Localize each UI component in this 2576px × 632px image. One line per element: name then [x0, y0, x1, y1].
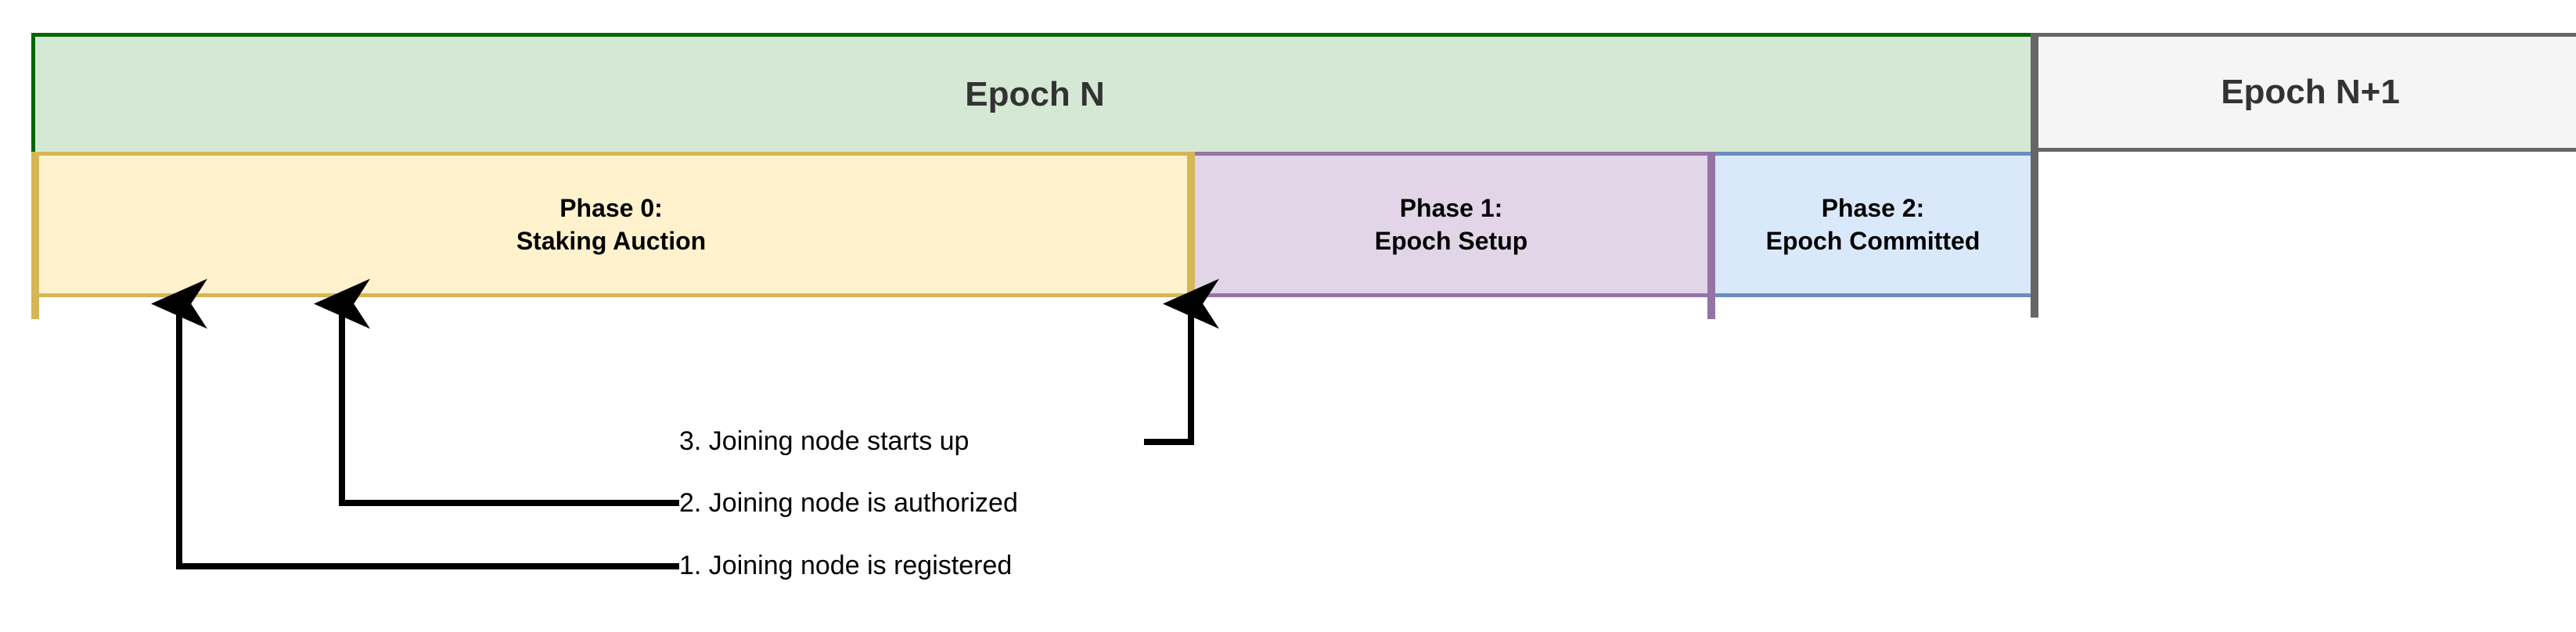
- phase-0-subtitle: Staking Auction: [516, 227, 707, 255]
- callout-3-label: 3. Joining node starts up: [679, 426, 970, 456]
- phase-1-box: Phase 1: Epoch Setup: [1191, 152, 1711, 297]
- callout-1-label: 1. Joining node is registered: [679, 551, 1013, 580]
- epoch-n-label: Epoch N: [965, 74, 1105, 113]
- epoch-start-boundary-tick: [31, 152, 39, 319]
- phase-0-end-boundary-tick: [1187, 152, 1195, 297]
- epoch-n-plus-1-box: Epoch N+1: [2035, 33, 2576, 152]
- phase-2-subtitle: Epoch Committed: [1765, 227, 1981, 255]
- callout-3-connector: [1144, 278, 1219, 445]
- phase-1-end-boundary-tick: [1707, 152, 1715, 319]
- phase-2-title: Phase 2:: [1821, 193, 1925, 222]
- callout-2-label: 2. Joining node is authorized: [679, 488, 1018, 518]
- phase-0-box: Phase 0: Staking Auction: [31, 152, 1191, 297]
- epoch-n-box: Epoch N: [31, 33, 2035, 152]
- phase-1-subtitle: Epoch Setup: [1374, 227, 1528, 255]
- callout-2-connector: [314, 278, 679, 506]
- phase-0-title: Phase 0:: [559, 193, 663, 222]
- callout-1-connector: [151, 278, 679, 569]
- phase-2-box: Phase 2: Epoch Committed: [1711, 152, 2035, 297]
- epoch-n-plus-1-label: Epoch N+1: [2221, 73, 2400, 111]
- epoch-n-end-boundary-tick: [2031, 33, 2038, 318]
- phase-1-title: Phase 1:: [1399, 193, 1503, 222]
